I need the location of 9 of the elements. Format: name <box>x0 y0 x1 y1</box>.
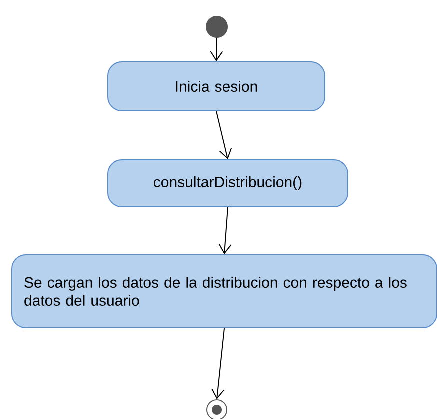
arrow <box>218 207 232 254</box>
arrow <box>210 38 224 62</box>
action-box: Inicia sesion <box>108 62 326 112</box>
end-node <box>206 400 228 419</box>
arrow <box>216 111 232 160</box>
arrow <box>212 328 225 400</box>
action-box: Se cargan los datos de la distribucion con respecto a los datos del usuario <box>12 254 437 328</box>
action-box: consultarDistribucion() <box>108 160 348 208</box>
start-node <box>206 16 228 38</box>
